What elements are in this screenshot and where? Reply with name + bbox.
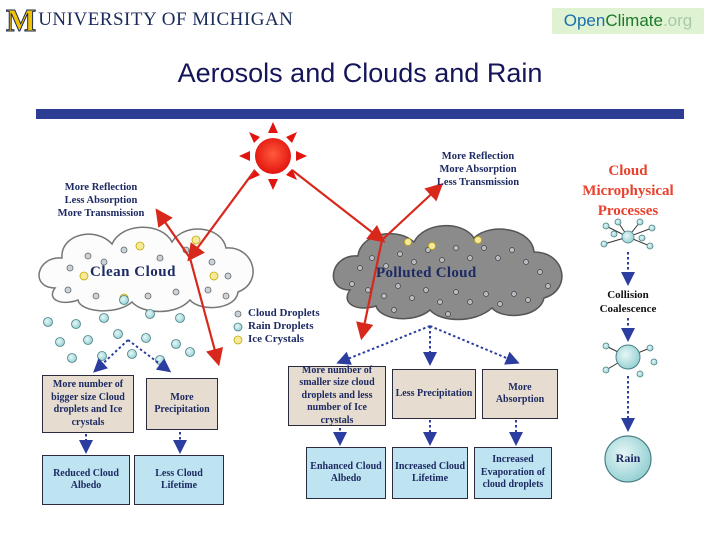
collision-icon bbox=[600, 218, 656, 250]
legend-icons bbox=[233, 310, 243, 345]
clean-radiation-line-1: More Reflection bbox=[64, 182, 138, 193]
coalescence-icon bbox=[602, 342, 658, 378]
clean-radiation-line-3: More Transmission bbox=[57, 208, 145, 219]
polluted-effect-box-absorption: More Absorption bbox=[482, 369, 558, 419]
polluted-effect-box-lifetime: Increased Cloud Lifetime bbox=[392, 447, 468, 499]
rain-drop-icon bbox=[604, 435, 652, 483]
hydrometeor-legend: Cloud Droplets Rain Droplets Ice Crystal… bbox=[248, 307, 320, 346]
microphysics-title: Cloud Microphysical Processes bbox=[566, 161, 690, 221]
clean-effect-box-precipitation: More Precipitation bbox=[146, 378, 218, 430]
flow-arrows bbox=[79, 252, 635, 454]
clean-radiation-line-2: Less Absorption bbox=[64, 195, 138, 206]
polluted-effect-box-evaporation: Increased Evaporation of cloud droplets bbox=[474, 447, 552, 499]
openclimate-open: Open bbox=[563, 11, 606, 30]
polluted-effect-box-droplets: More number of smaller size cloud drople… bbox=[288, 365, 386, 426]
coalescence-label: Coalescence bbox=[599, 303, 657, 315]
clean-cloud-label: Clean Cloud bbox=[90, 264, 176, 280]
collision-label: Collision bbox=[607, 289, 649, 301]
legend-cloud-droplets: Cloud Droplets bbox=[248, 307, 320, 319]
clean-effect-box-lifetime: Less Cloud Lifetime bbox=[134, 455, 224, 505]
logo-block-m: M bbox=[5, 2, 37, 38]
openclimate-org: .org bbox=[662, 11, 693, 30]
openclimate-climate: Climate bbox=[605, 11, 663, 30]
slide-title: Aerosols and Clouds and Rain bbox=[177, 58, 543, 88]
legend-rain-droplets: Rain Droplets bbox=[248, 320, 314, 332]
polluted-cloud-icon bbox=[332, 225, 563, 321]
microphysics-title-line-2: Microphysical bbox=[582, 183, 674, 199]
university-logo: M UNIVERSITY OF MICHIGAN bbox=[5, 2, 294, 38]
polluted-effect-box-precipitation: Less Precipitation bbox=[392, 369, 476, 419]
polluted-radiation-label: More Reflection More Absorption Less Tra… bbox=[424, 150, 532, 189]
polluted-cloud-label: Polluted Cloud bbox=[376, 265, 477, 281]
title-divider bbox=[36, 109, 684, 119]
microphysics-title-line-1: Cloud bbox=[608, 163, 648, 179]
clean-radiation-label: More Reflection Less Absorption More Tra… bbox=[40, 181, 162, 220]
clean-effect-box-droplets: More number of bigger size Cloud droplet… bbox=[42, 375, 134, 433]
polluted-radiation-line-2: More Absorption bbox=[439, 164, 517, 175]
sun-icon bbox=[239, 122, 307, 190]
collision-coalescence-label: Collision Coalescence bbox=[580, 288, 676, 316]
microphysics-title-line-3: Processes bbox=[597, 203, 659, 219]
legend-ice-crystals: Ice Crystals bbox=[248, 333, 304, 345]
polluted-effect-box-albedo: Enhanced Cloud Albedo bbox=[306, 447, 386, 499]
polluted-radiation-line-1: More Reflection bbox=[441, 151, 515, 162]
logo-wordmark: UNIVERSITY OF MICHIGAN bbox=[38, 9, 294, 30]
solar-radiation-arrows bbox=[155, 169, 444, 367]
rain-label: Rain bbox=[615, 451, 641, 465]
clean-effect-box-albedo: Reduced Cloud Albedo bbox=[42, 455, 130, 505]
polluted-radiation-line-3: Less Transmission bbox=[436, 177, 520, 188]
